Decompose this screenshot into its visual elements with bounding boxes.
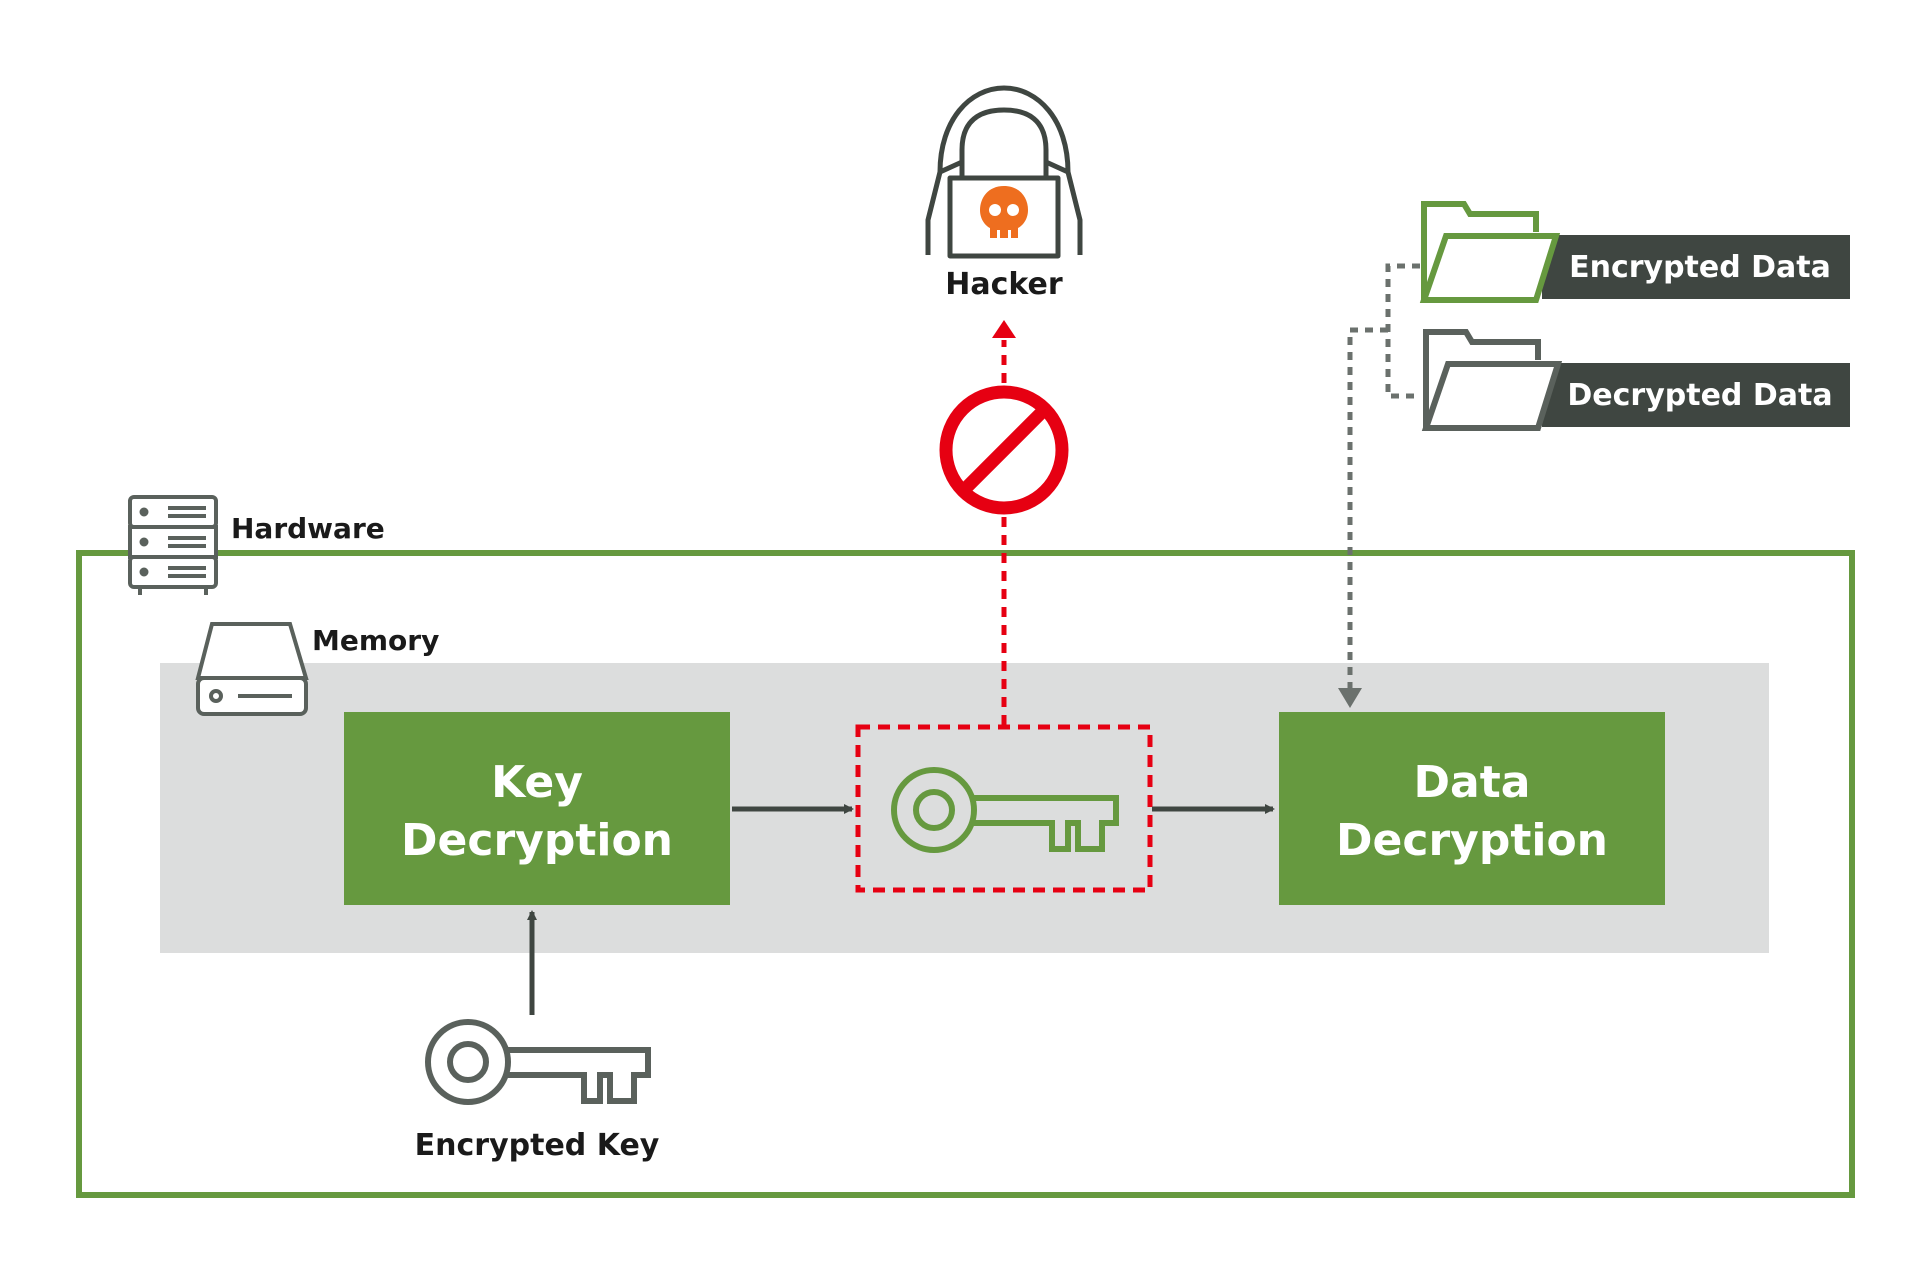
data-decryption-box: Data Decryption — [1279, 712, 1665, 905]
skull-icon — [980, 186, 1028, 238]
connector-arrow-head — [1338, 688, 1362, 708]
hardware-label: Hardware — [231, 512, 385, 545]
key-decryption-title-line2: Decryption — [401, 815, 673, 866]
hardware-frame — [76, 550, 1855, 1198]
folder-connector — [1347, 263, 1420, 690]
hacker-arrow-head — [992, 320, 1016, 338]
key-icon — [891, 767, 1119, 853]
encrypted-key-icon — [425, 1019, 651, 1105]
key-decryption-box: Key Decryption — [344, 712, 730, 905]
exposed-key-frame — [855, 724, 1153, 893]
decrypted-data-folder: Decrypted Data — [1421, 329, 1850, 431]
prohibited-icon — [939, 385, 1069, 515]
encrypted-data-label: Encrypted Data — [1569, 250, 1831, 285]
decrypted-data-label: Decrypted Data — [1567, 378, 1832, 413]
server-rack-icon — [128, 495, 218, 595]
folder-icon — [1421, 329, 1563, 431]
key-decryption-title-line1: Key — [491, 757, 583, 808]
encrypted-data-folder: Encrypted Data — [1419, 201, 1850, 303]
hard-drive-icon — [195, 622, 309, 716]
hacker-label: Hacker — [945, 267, 1063, 302]
folder-icon — [1419, 201, 1561, 303]
data-decryption-title-line2: Decryption — [1336, 815, 1608, 866]
encrypted-key-label: Encrypted Key — [415, 1128, 660, 1163]
memory-label: Memory — [312, 624, 439, 657]
data-decryption-title-line1: Data — [1414, 757, 1531, 808]
